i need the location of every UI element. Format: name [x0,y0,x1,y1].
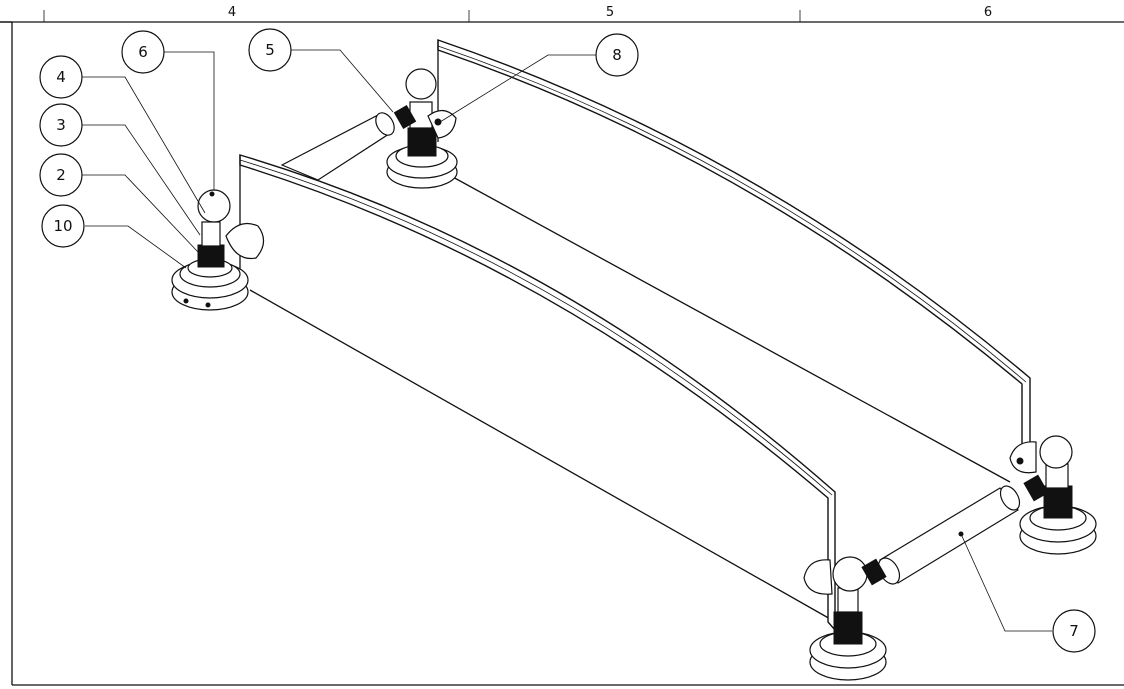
foot-back-left [171,189,265,311]
balloon-3: 3 [39,103,201,236]
balloon-8: 8 [439,33,639,123]
balloon-10-label: 10 [53,217,72,235]
balloon-6: 6 [121,30,215,190]
balloon-3-label: 3 [56,116,66,134]
balloon-8-label: 8 [612,46,622,64]
balloon-5-label: 5 [265,41,275,59]
rear-cross-tube [280,112,395,181]
foot-front-right [1009,435,1097,555]
balloon-4-label: 4 [56,68,66,86]
balloon-7: 7 [960,533,1096,653]
balloon-6-label: 6 [138,43,148,61]
front-cross-tube [877,485,1021,585]
balloon-10: 10 [41,204,187,269]
drawing-frame: 4 5 6 [0,5,1124,686]
balloon-7-label: 7 [1069,622,1079,640]
foot-front-left [803,556,887,681]
balloon-2: 2 [39,153,199,253]
frame-lines [249,169,1011,621]
zone-label-6: 6 [984,5,992,20]
balloon-4: 4 [39,55,206,214]
zone-label-4: 4 [228,5,236,20]
foot-back-right [386,68,458,189]
balloon-5: 5 [248,28,394,113]
zone-label-5: 5 [606,5,614,20]
balloon-2-label: 2 [56,166,66,184]
front-panel [239,154,836,632]
back-panel [437,39,1031,460]
